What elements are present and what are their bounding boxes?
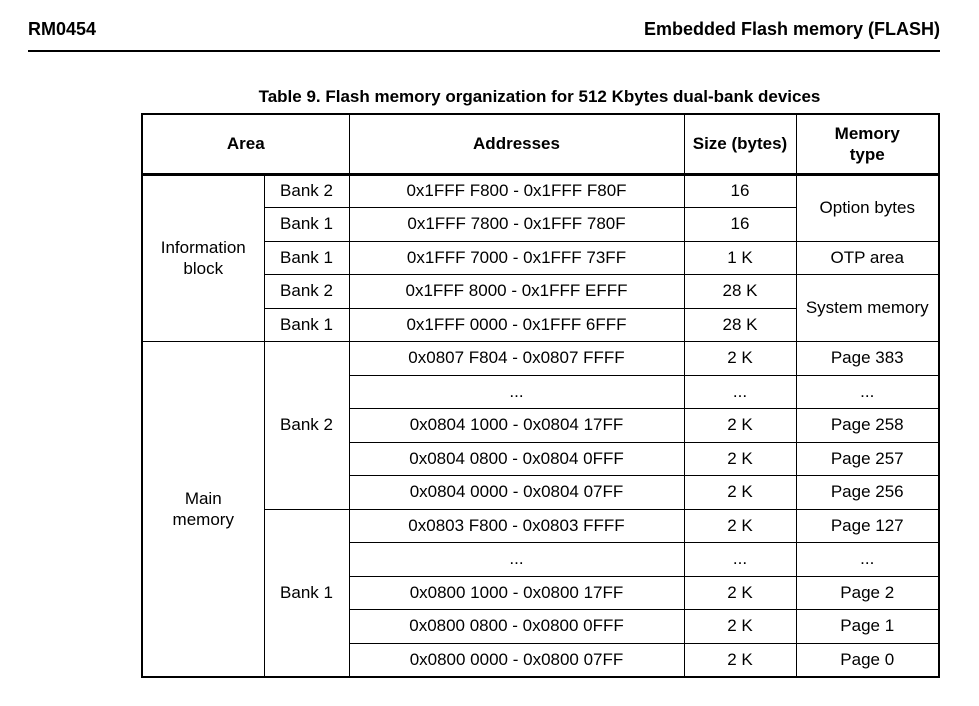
memory-type-cell: Page 1 xyxy=(795,609,940,644)
size-cell: 2 K xyxy=(683,642,797,677)
bank-cell: Bank 1 xyxy=(263,307,350,342)
address-cell: 0x1FFF 8000 - 0x1FFF EFFF xyxy=(348,274,685,309)
memory-type-cell: Page 383 xyxy=(795,341,940,376)
address-cell: 0x0804 0800 - 0x0804 0FFF xyxy=(348,441,685,476)
flash-memory-table: Area Addresses Size (bytes) Memory type … xyxy=(141,113,940,678)
address-cell: 0x1FFF 7000 - 0x1FFF 73FF xyxy=(348,240,685,275)
memory-type-cell: ... xyxy=(795,374,940,409)
memory-type-cell: ... xyxy=(795,542,940,577)
table-row: Bank 1 0x1FFF 0000 - 0x1FFF 6FFF 28 K xyxy=(142,307,939,342)
table-row: 0x0800 0000 - 0x0800 07FF 2 K Page 0 xyxy=(142,642,940,677)
memory-type-cell: Page 258 xyxy=(795,408,940,443)
bank-cell: Bank 1 xyxy=(263,207,350,242)
size-cell: 28 K xyxy=(683,307,797,342)
size-cell: 2 K xyxy=(683,475,797,510)
size-cell: 2 K xyxy=(683,408,797,443)
col-header-memory-type-label: Memory type xyxy=(834,123,900,164)
bank-cell: Bank 2 xyxy=(263,173,350,208)
header-rule xyxy=(28,50,940,52)
memory-type-cell: Page 0 xyxy=(795,642,940,677)
size-cell: 2 K xyxy=(683,341,797,376)
table-row: Information block Bank 2 0x1FFF F800 - 0… xyxy=(141,173,940,342)
size-cell: 28 K xyxy=(683,274,797,309)
table-row: Bank 1 0x1FFF 7000 - 0x1FFF 73FF 1 K OTP… xyxy=(142,240,940,275)
table-row: Bank 2 0x1FFF 8000 - 0x1FFF EFFF 28 K Sy… xyxy=(142,274,940,342)
address-cell: 0x0804 1000 - 0x0804 17FF xyxy=(348,408,685,443)
size-cell: 2 K xyxy=(683,508,797,543)
size-cell: 1 K xyxy=(683,240,797,275)
table-row: Bank 1 0x1FFF 7800 - 0x1FFF 780F 16 xyxy=(142,207,939,242)
memory-type-cell: Page 256 xyxy=(795,475,940,510)
bank-cell: Bank 2 xyxy=(263,274,350,309)
size-cell: ... xyxy=(683,374,797,409)
area-label: Main memory xyxy=(172,488,234,529)
address-cell: 0x0804 0000 - 0x0804 07FF xyxy=(348,475,685,510)
address-cell: 0x1FFF F800 - 0x1FFF F80F xyxy=(348,173,685,208)
memory-type-cell: System memory xyxy=(795,274,940,342)
table-row: Bank 1 0x0803 F800 - 0x0803 FFFF 2 K Pag… xyxy=(142,508,940,677)
table-title: Table 9. Flash memory organization for 5… xyxy=(258,87,821,106)
memory-type-cell: Option bytes xyxy=(795,173,940,242)
doc-reference: RM0454 xyxy=(28,19,97,39)
table-row: 0x0804 0000 - 0x0804 07FF 2 K Page 256 xyxy=(142,475,940,510)
address-cell: ... xyxy=(348,542,685,577)
memory-type-cell: Page 257 xyxy=(795,441,940,476)
area-label: Information block xyxy=(160,238,246,279)
address-cell: 0x0807 F804 - 0x0807 FFFF xyxy=(348,341,685,376)
chapter-title: Embedded Flash memory (FLASH) xyxy=(643,19,940,39)
address-cell: ... xyxy=(348,374,685,409)
bank-cell: Bank 1 xyxy=(263,508,350,677)
address-cell: 0x0800 0000 - 0x0800 07FF xyxy=(348,642,685,677)
area-cell-information-block: Information block xyxy=(141,173,265,342)
bank-cell: Bank 1 xyxy=(263,240,350,275)
table-row: 0x0804 0800 - 0x0804 0FFF 2 K Page 257 xyxy=(142,441,940,476)
table-header-row: Area Addresses Size (bytes) Memory type xyxy=(141,113,940,176)
memory-type-cell: Page 2 xyxy=(795,575,940,610)
size-cell: ... xyxy=(683,542,797,577)
size-cell: 2 K xyxy=(683,575,797,610)
address-cell: 0x1FFF 7800 - 0x1FFF 780F xyxy=(348,207,685,242)
page-header: RM0454 Embedded Flash memory (FLASH) xyxy=(28,19,940,40)
address-cell: 0x0800 0800 - 0x0800 0FFF xyxy=(348,609,685,644)
memory-type-cell: OTP area xyxy=(795,240,940,275)
memory-type-cell: Page 127 xyxy=(795,508,940,543)
col-header-size: Size (bytes) xyxy=(683,113,797,176)
size-cell: 2 K xyxy=(683,441,797,476)
address-cell: 0x1FFF 0000 - 0x1FFF 6FFF xyxy=(348,307,685,342)
col-header-area: Area xyxy=(141,113,350,176)
address-cell: 0x0800 1000 - 0x0800 17FF xyxy=(348,575,685,610)
col-header-addresses: Addresses xyxy=(348,113,685,176)
table-row: ... ... ... xyxy=(142,542,940,577)
area-cell-main-memory: Main memory xyxy=(141,341,265,677)
table-row: ... ... ... xyxy=(142,374,940,409)
bank-cell: Bank 2 xyxy=(263,341,350,510)
size-cell: 2 K xyxy=(683,609,797,644)
address-cell: 0x0803 F800 - 0x0803 FFFF xyxy=(348,508,685,543)
table-row: Main memory Bank 2 0x0807 F804 - 0x0807 … xyxy=(141,341,940,677)
col-header-memory-type: Memory type xyxy=(795,113,940,176)
size-cell: 16 xyxy=(683,173,797,208)
size-cell: 16 xyxy=(683,207,797,242)
